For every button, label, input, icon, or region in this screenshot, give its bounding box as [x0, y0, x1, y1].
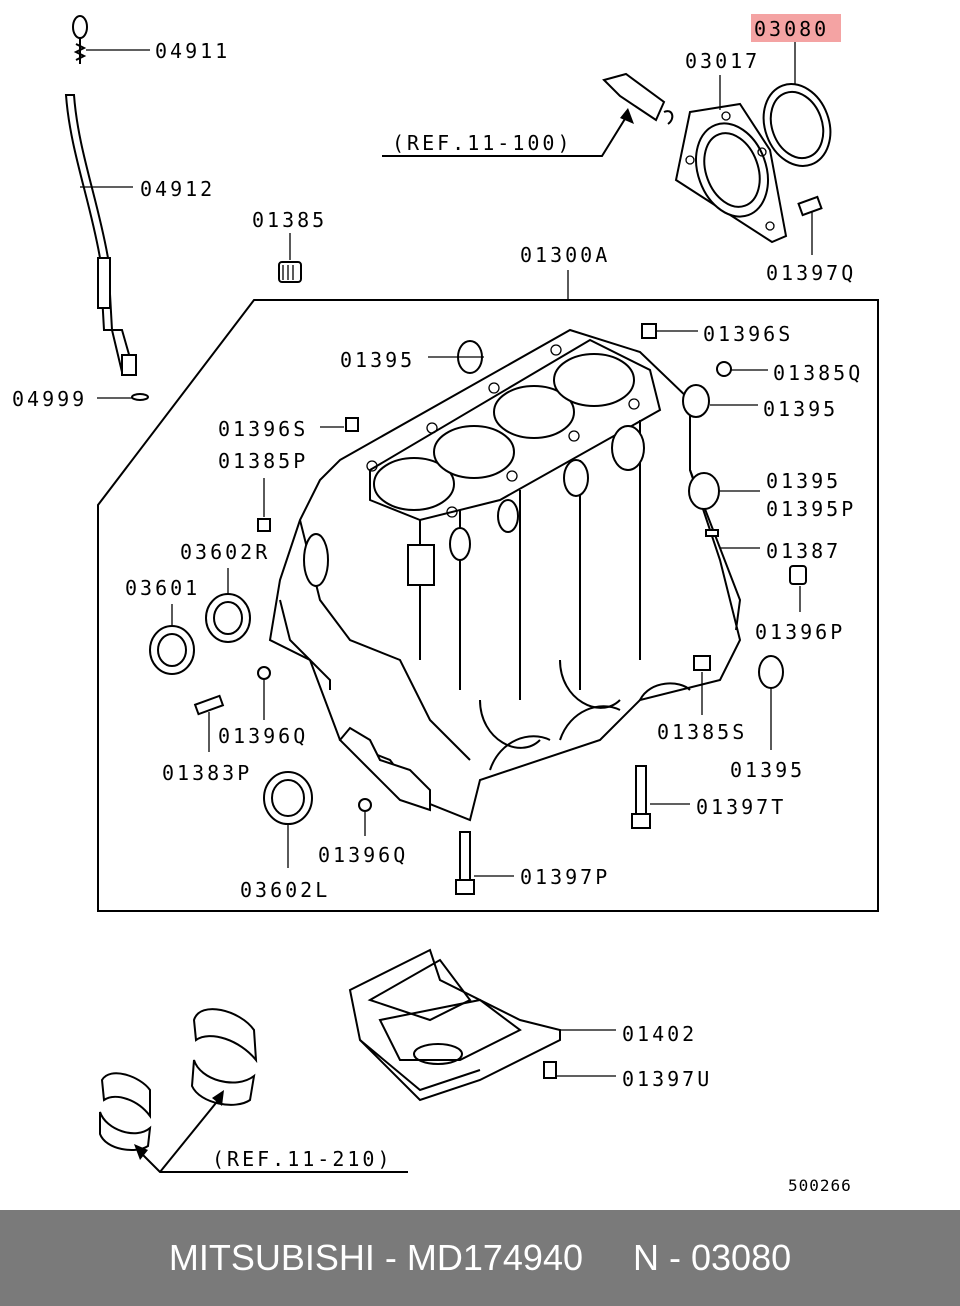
highlight-box	[751, 14, 841, 42]
callout-01395-bottom[interactable]: 01395	[730, 758, 805, 782]
callout-01300A[interactable]: 01300A	[520, 243, 610, 267]
callout-04999[interactable]: 04999	[12, 387, 87, 411]
callout-03602L[interactable]: 03602L	[240, 878, 330, 902]
callout-01395-top[interactable]: 01395	[340, 348, 415, 372]
cylinder-block-drawing	[268, 328, 742, 822]
parts-diagram: 04911 04912 04999 01385 01300A 03017 030…	[12, 14, 879, 1195]
callout-01402[interactable]: 01402	[622, 1022, 697, 1046]
callout-03080[interactable]: 03080	[754, 17, 829, 41]
bearings-drawing	[149, 593, 313, 825]
plug-drawing	[278, 261, 302, 283]
callout-01396S-right[interactable]: 01396S	[703, 322, 793, 346]
callout-01396S-left[interactable]: 01396S	[218, 417, 308, 441]
callout-01397U[interactable]: 01397U	[622, 1067, 712, 1091]
seal-housing-drawing	[602, 72, 832, 244]
callout-03602R[interactable]: 03602R	[180, 540, 270, 564]
callout-01397T[interactable]: 01397T	[696, 795, 786, 819]
callout-01385S[interactable]: 01385S	[657, 720, 747, 744]
callout-01395P[interactable]: 01395P	[766, 497, 856, 521]
callout-01385Q[interactable]: 01385Q	[773, 361, 863, 385]
callout-01387[interactable]: 01387	[766, 539, 841, 563]
callout-01397P[interactable]: 01397P	[520, 865, 610, 889]
callout-03017[interactable]: 03017	[685, 49, 760, 73]
callout-01396P[interactable]: 01396P	[755, 620, 845, 644]
footer-part-number: MITSUBISHI - MD174940 N - 03080	[168, 1237, 792, 1278]
callout-01383P[interactable]: 01383P	[162, 761, 252, 785]
callout-04912[interactable]: 04912	[140, 177, 215, 201]
ref-11-210[interactable]: (REF.11-210)	[212, 1147, 393, 1171]
diagram-code: 500266	[788, 1176, 852, 1195]
stiffener-drawing	[348, 948, 561, 1102]
callout-03601[interactable]: 03601	[125, 576, 200, 600]
ref-11-100[interactable]: (REF.11-100)	[392, 131, 573, 155]
callout-01395-right[interactable]: 01395	[763, 397, 838, 421]
callout-04911[interactable]: 04911	[155, 39, 230, 63]
callout-01396Q-upper[interactable]: 01396Q	[218, 724, 308, 748]
callout-01396Q-lower[interactable]: 01396Q	[318, 843, 408, 867]
callout-01397Q[interactable]: 01397Q	[766, 261, 856, 285]
callout-01395-mid[interactable]: 01395	[766, 469, 841, 493]
dipstick-drawing	[64, 15, 149, 401]
callout-01385[interactable]: 01385	[252, 208, 327, 232]
crank-bearings-drawing	[99, 1008, 258, 1151]
block-frame	[97, 299, 879, 912]
callout-01385P[interactable]: 01385P	[218, 449, 308, 473]
footer-bar: MITSUBISHI - MD174940 N - 03080	[0, 1210, 960, 1306]
